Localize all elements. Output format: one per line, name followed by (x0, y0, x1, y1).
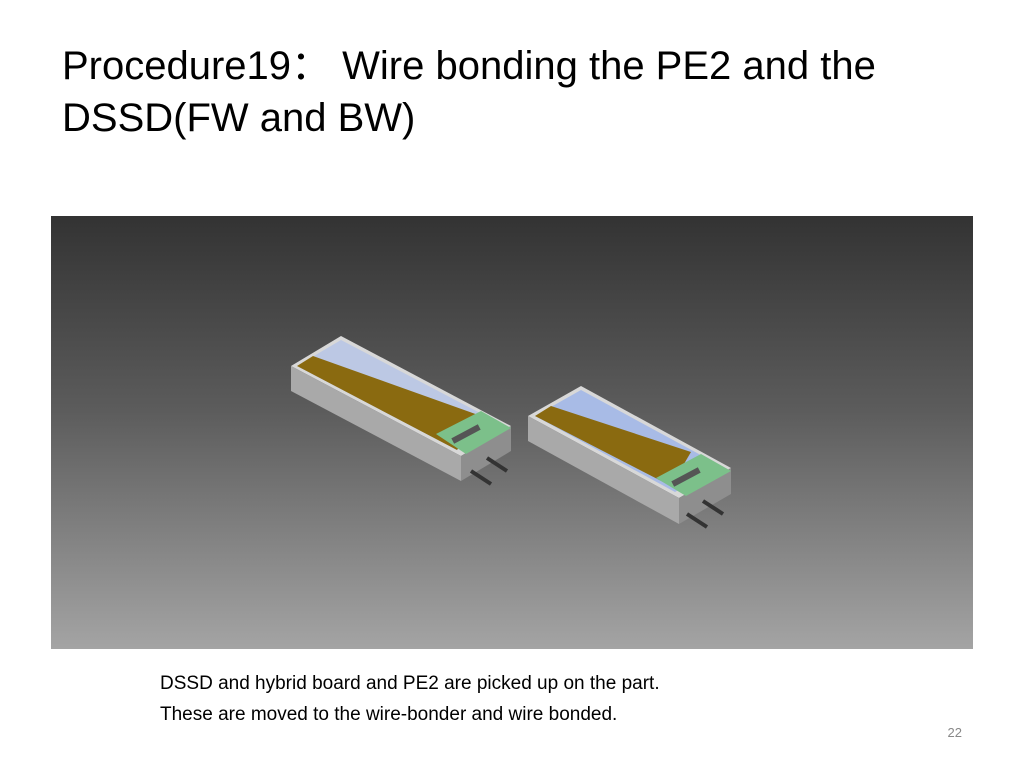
caption-line-1: DSSD and hybrid board and PE2 are picked… (160, 673, 660, 694)
page-number: 22 (947, 725, 962, 740)
caption-line-2: These are moved to the wire-bonder and w… (160, 704, 618, 725)
slide-title: Procedure19： Wire bonding the PE2 and th… (62, 44, 876, 140)
caption-text: DSSD and hybrid board and PE2 are picked… (160, 668, 940, 730)
module-left (291, 336, 511, 486)
module-render-image (51, 216, 973, 649)
module-right (528, 386, 731, 529)
